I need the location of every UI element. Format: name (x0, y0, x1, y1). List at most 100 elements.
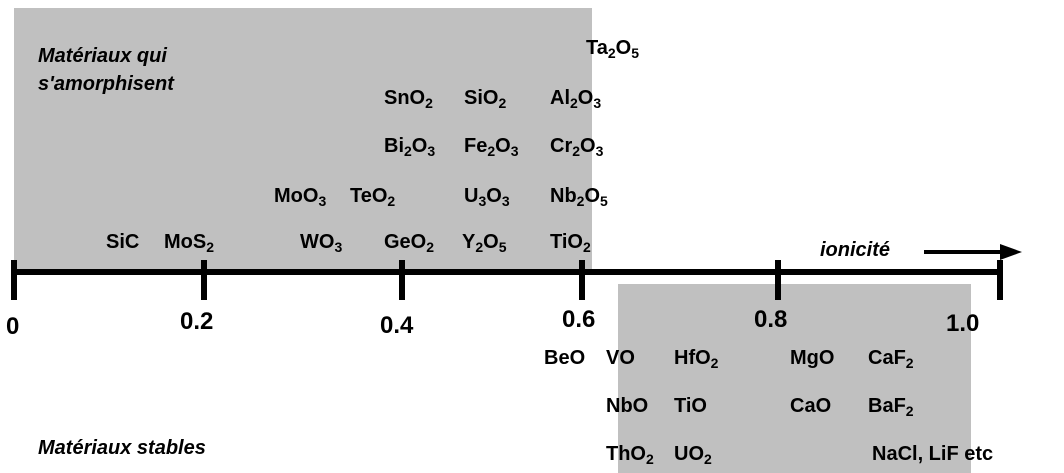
subscript: 3 (478, 193, 487, 209)
compound-label-nacl-lif: NaCl, LiF etc (872, 444, 993, 464)
amorphous-title-line-1: Matériaux qui (38, 45, 167, 67)
formula-text: MgO (790, 347, 835, 369)
subscript: 2 (704, 451, 712, 467)
compound-label-ta2o5: Ta2O5 (586, 37, 640, 61)
formula-text: O (577, 87, 594, 109)
compound-label-mos2: MoS2 (164, 232, 215, 255)
subscript: 5 (600, 193, 608, 209)
subscript: 3 (593, 95, 602, 111)
formula-text: Nb (550, 185, 577, 207)
tick-label-0-4: 0.4 (380, 312, 414, 339)
compound-label-nbo: NbO (606, 396, 648, 416)
formula-text: SiC (106, 231, 140, 253)
subscript: 2 (905, 403, 914, 419)
stable-region (618, 284, 971, 473)
compound-label-y2o5: Y2O5 (462, 231, 507, 255)
formula-text: O (615, 37, 632, 59)
formula-text: NbO (606, 395, 649, 417)
tick-label-0-8: 0.8 (754, 306, 788, 333)
subscript: 2 (576, 193, 585, 209)
amorphous-title-line-2: s'amorphisent (38, 73, 174, 95)
formula-text: GeO (384, 231, 427, 253)
subscript: 2 (206, 239, 215, 255)
formula-text: NaCl, LiF etc (872, 443, 994, 465)
subscript: 2 (710, 355, 719, 371)
compound-label-cao: CaO (790, 396, 831, 416)
amorphous-region-title: Matériaux qui s'amorphisent (38, 42, 174, 98)
compound-label-bi2o3: Bi2O3 (384, 135, 436, 159)
subscript: 2 (905, 355, 914, 371)
compound-label-tio2-a: TiO2 (550, 231, 591, 255)
subscript: 2 (387, 193, 396, 209)
subscript: 2 (475, 239, 484, 255)
compound-label-sic: SiC (106, 232, 139, 252)
formula-text: CaF (868, 347, 906, 369)
subscript: 3 (510, 143, 519, 159)
formula-text: Al (550, 87, 570, 109)
compound-label-caf2: CaF2 (868, 347, 914, 371)
subscript: 3 (501, 193, 510, 209)
compound-label-cr2o3: Cr2O3 (550, 135, 604, 159)
subscript: 3 (318, 193, 327, 209)
subscript: 2 (425, 95, 433, 111)
formula-text: U (464, 185, 479, 207)
formula-text: UO (674, 443, 704, 465)
compound-label-beo: BeO (544, 348, 585, 368)
compound-label-vo: VO (606, 348, 635, 368)
compound-label-uo2: UO2 (674, 443, 712, 467)
formula-text: VO (606, 347, 635, 369)
formula-text: WO (300, 231, 335, 253)
compound-label-hfo2: HfO2 (674, 347, 719, 371)
formula-text: O (584, 185, 601, 207)
compound-label-al2o3: Al2O3 (550, 87, 602, 111)
compound-label-sno2: SnO2 (384, 87, 433, 111)
formula-text: O (483, 231, 499, 253)
tick-label-0-6: 0.6 (562, 306, 596, 333)
formula-text: Y (462, 231, 476, 253)
formula-text: CaO (790, 395, 832, 417)
compound-label-tio: TiO (674, 396, 707, 416)
subscript: 2 (646, 451, 654, 467)
formula-text: MoO (274, 185, 319, 207)
formula-text: O (486, 185, 502, 207)
compound-label-fe2o3: Fe2O3 (464, 135, 519, 159)
formula-text: Cr (550, 135, 573, 157)
formula-text: TiO (674, 395, 707, 417)
formula-text: BeO (544, 347, 586, 369)
compound-label-nb2o5: Nb2O5 (550, 185, 608, 209)
subscript: 2 (570, 95, 578, 111)
subscript: 5 (498, 239, 507, 255)
formula-text: SnO (384, 87, 426, 109)
formula-text: O (495, 135, 511, 157)
formula-text: TeO (350, 185, 388, 207)
subscript: 3 (334, 239, 343, 255)
formula-text: O (580, 135, 596, 157)
subscript: 3 (427, 143, 436, 159)
formula-text: Bi (384, 135, 404, 157)
formula-text: TiO (550, 231, 583, 253)
compound-label-sio2: SiO2 (464, 88, 507, 111)
compound-label-geo2: GeO2 (384, 231, 434, 254)
subscript: 3 (595, 143, 604, 159)
tick-label-1-0: 1.0 (946, 310, 980, 337)
compound-label-teo2: TeO2 (350, 185, 396, 209)
subscript: 2 (498, 95, 507, 111)
stable-region-title: Matériaux stables (38, 437, 206, 459)
subscript: 2 (582, 239, 591, 255)
axis-ticks (11, 260, 1003, 300)
subscript: 2 (404, 143, 412, 159)
compound-label-wo3: WO3 (300, 231, 343, 255)
formula-text: BaF (868, 395, 906, 417)
compound-label-mgo: MgO (790, 348, 834, 368)
formula-text: O (411, 135, 428, 157)
formula-text: HfO (674, 347, 711, 369)
compound-label-moo3: MoO3 (274, 185, 327, 209)
arrow-head-icon (1000, 244, 1022, 260)
tick-label-0-2: 0.2 (180, 308, 214, 335)
tick-label-0: 0 (6, 313, 20, 340)
subscript: 2 (572, 143, 581, 159)
compound-label-tho2: ThO2 (606, 444, 654, 467)
subscript: 5 (631, 45, 640, 61)
